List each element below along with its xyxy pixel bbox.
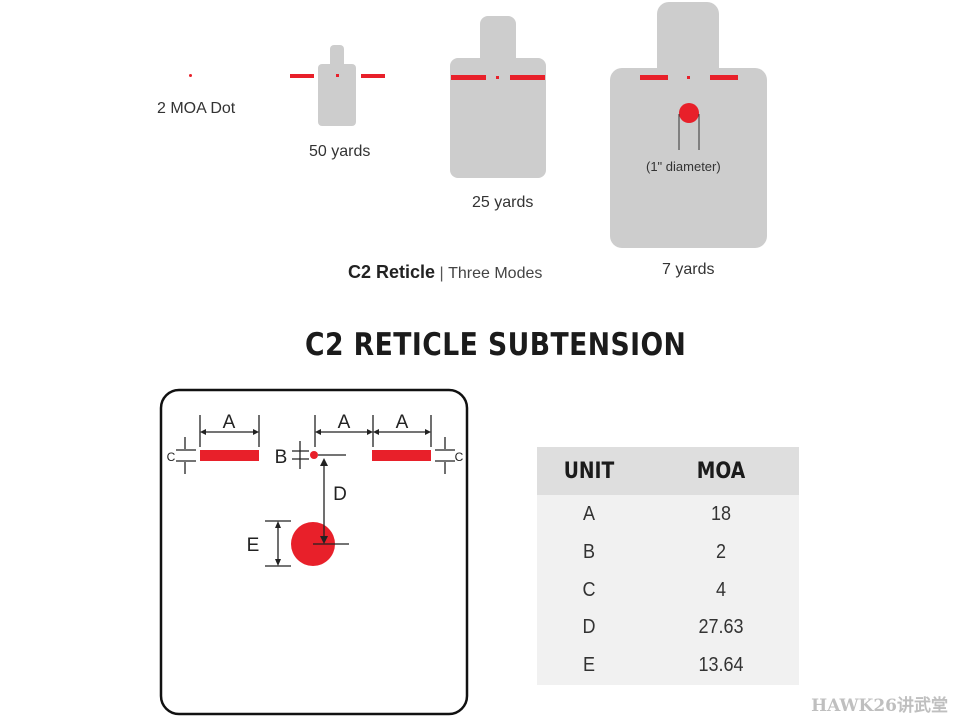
- label-d: D: [333, 484, 347, 505]
- table-row: A 18: [537, 495, 799, 533]
- cell-unit: C: [582, 578, 596, 601]
- target-7-bar-right: [710, 75, 738, 80]
- header-moa: MOA: [696, 459, 746, 484]
- cell-moa: 4: [715, 578, 727, 601]
- table-header: UNIT MOA: [537, 447, 799, 495]
- reticle-caption: C2 Reticle | Three Modes: [348, 262, 542, 283]
- reticle-separator: |: [439, 265, 444, 282]
- target-7-circle: [679, 103, 699, 123]
- moa-table: UNIT MOA A 18 B 2 C 4 D 27.63 E 13.64: [537, 447, 799, 685]
- target-25-dot: [496, 76, 499, 79]
- cell-unit: A: [582, 503, 596, 525]
- label-b: B: [275, 447, 288, 468]
- target-25-bar-left: [451, 75, 486, 80]
- header-unit: UNIT: [563, 459, 615, 484]
- label-c-left: C: [167, 450, 176, 464]
- target-50-head: [330, 45, 344, 69]
- label-a2: A: [338, 412, 351, 433]
- label-a3: A: [396, 412, 409, 433]
- center-dot: [310, 451, 318, 459]
- target-7-bar-left: [640, 75, 668, 80]
- diagram-frame: [159, 388, 469, 716]
- cell-moa: 13.64: [698, 654, 744, 677]
- target-7-body: [610, 68, 767, 248]
- target-25-head: [480, 16, 516, 66]
- yards50-label: 50 yards: [309, 143, 371, 160]
- target-50-bar-left: [290, 74, 314, 78]
- cell-moa: 2: [715, 540, 727, 563]
- yards25-label: 25 yards: [472, 194, 534, 211]
- target-50-dot: [336, 74, 339, 77]
- dot-2moa: [189, 74, 192, 77]
- cell-moa: 18: [710, 503, 732, 525]
- label-e: E: [247, 535, 260, 556]
- dot-label: 2 MOA Dot: [157, 100, 236, 117]
- right-bar: [372, 450, 431, 461]
- diameter-note: (1" diameter): [646, 159, 721, 174]
- label-c-right: C: [455, 450, 464, 464]
- reticle-name: C2 Reticle: [348, 262, 436, 282]
- left-bar: [200, 450, 259, 461]
- label-a1: A: [223, 412, 236, 433]
- cell-moa: 27.63: [698, 616, 744, 639]
- cell-unit: E: [582, 654, 596, 677]
- watermark: HAWK26讲武堂: [811, 696, 948, 716]
- target-25-bar-right: [510, 75, 545, 80]
- target-7-dot: [687, 76, 690, 79]
- table-row: B 2: [537, 533, 799, 571]
- table-row: D 27.63: [537, 608, 799, 646]
- subtension-title: C2 RETICLE SUBTENSION: [305, 327, 687, 363]
- table-row: C 4: [537, 571, 799, 609]
- cell-unit: B: [582, 540, 596, 563]
- yards7-label: 7 yards: [662, 261, 715, 278]
- cell-unit: D: [582, 616, 596, 639]
- reticle-suffix: Three Modes: [448, 265, 543, 282]
- table-row: E 13.64: [537, 646, 799, 684]
- target-50-bar-right: [361, 74, 385, 78]
- diameter-bracket: [678, 114, 700, 150]
